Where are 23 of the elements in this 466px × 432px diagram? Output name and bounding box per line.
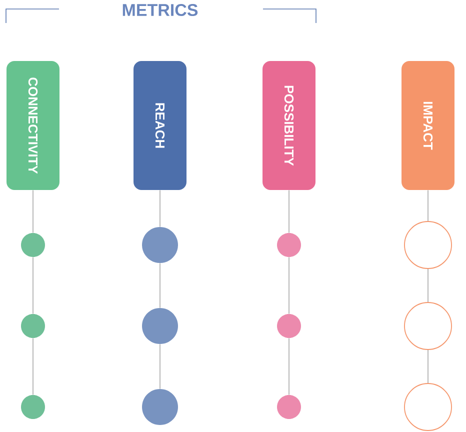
outline-circle: [404, 383, 452, 431]
filled-dot: [142, 227, 178, 263]
outline-circle: [404, 302, 452, 350]
metric-box: REACH: [134, 61, 186, 190]
metric-box: IMPACT: [402, 61, 454, 190]
title: METRICS: [122, 4, 198, 16]
filled-dot: [277, 314, 301, 338]
filled-dot: [21, 233, 45, 257]
outline-circle: [404, 221, 452, 269]
filled-dot: [21, 395, 45, 419]
metric-box: POSSIBILITY: [262, 61, 316, 190]
connector-line: [32, 190, 34, 234]
metric-box: CONNECTIVITY: [6, 61, 60, 190]
connector-line: [288, 190, 290, 234]
filled-dot: [142, 308, 178, 344]
connector-line: [32, 338, 34, 396]
filled-dot: [21, 314, 45, 338]
filled-dot: [277, 395, 301, 419]
connector-line: [288, 256, 290, 314]
connector-line: [288, 338, 290, 396]
connector-line: [32, 256, 34, 314]
filled-dot: [142, 389, 178, 425]
filled-dot: [277, 233, 301, 257]
